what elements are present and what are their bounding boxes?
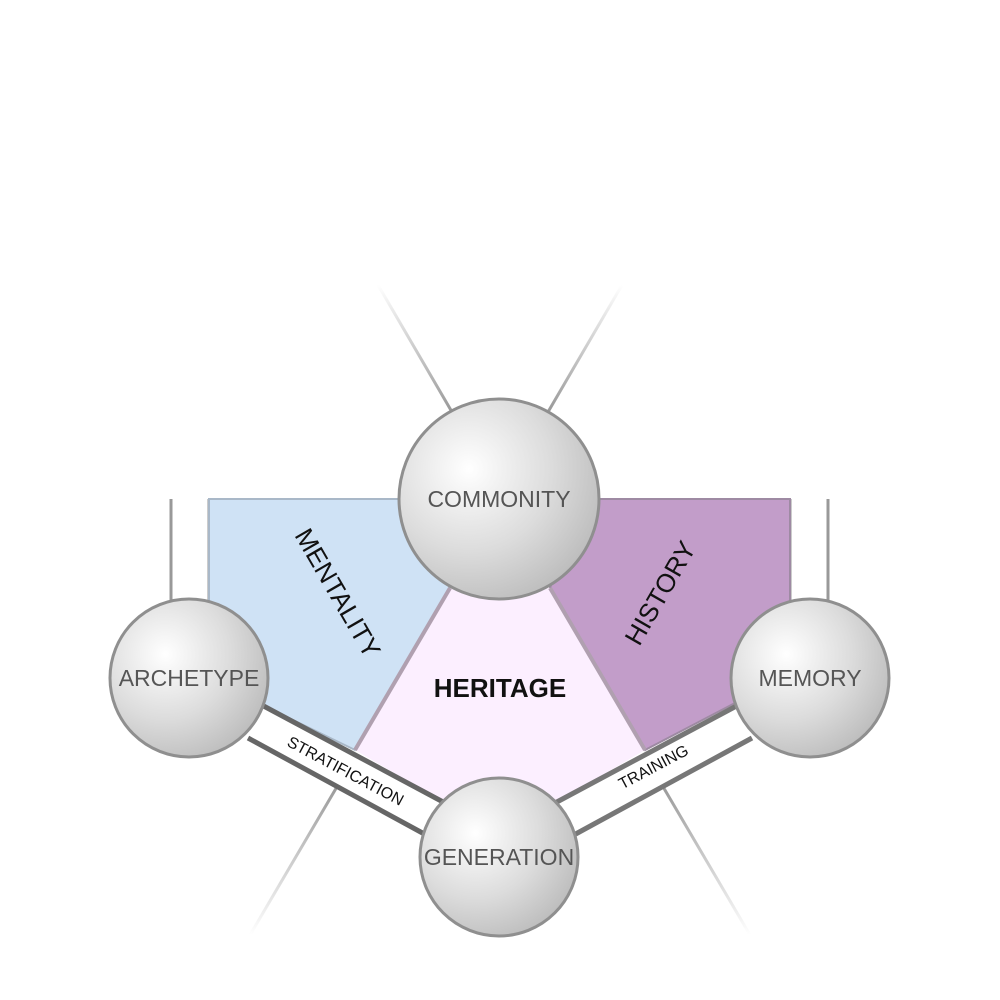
right-rail xyxy=(788,410,900,610)
spoke-line xyxy=(546,284,624,413)
node-memory[interactable]: MEMORY xyxy=(729,597,891,759)
left-rail xyxy=(100,410,211,610)
spoke-lines xyxy=(248,284,752,936)
node-label: COMMONITY xyxy=(427,486,570,512)
node-commonity[interactable]: COMMONITY xyxy=(397,397,601,601)
region-heritage[interactable] xyxy=(355,588,645,800)
node-label: GENERATION xyxy=(424,844,574,870)
band-stratification[interactable] xyxy=(246,700,447,839)
region-label-heritage: HERITAGE xyxy=(434,673,566,703)
node-label: MEMORY xyxy=(758,665,861,691)
region-divider xyxy=(353,586,452,752)
region-divider xyxy=(548,586,647,752)
spoke-line xyxy=(376,284,454,413)
band-training[interactable] xyxy=(553,700,754,839)
spoke-line xyxy=(660,784,752,936)
node-label: ARCHETYPE xyxy=(119,665,260,691)
node-generation[interactable]: GENERATION xyxy=(418,776,580,938)
spoke-line xyxy=(248,784,340,936)
node-archetype[interactable]: ARCHETYPE xyxy=(108,597,270,759)
